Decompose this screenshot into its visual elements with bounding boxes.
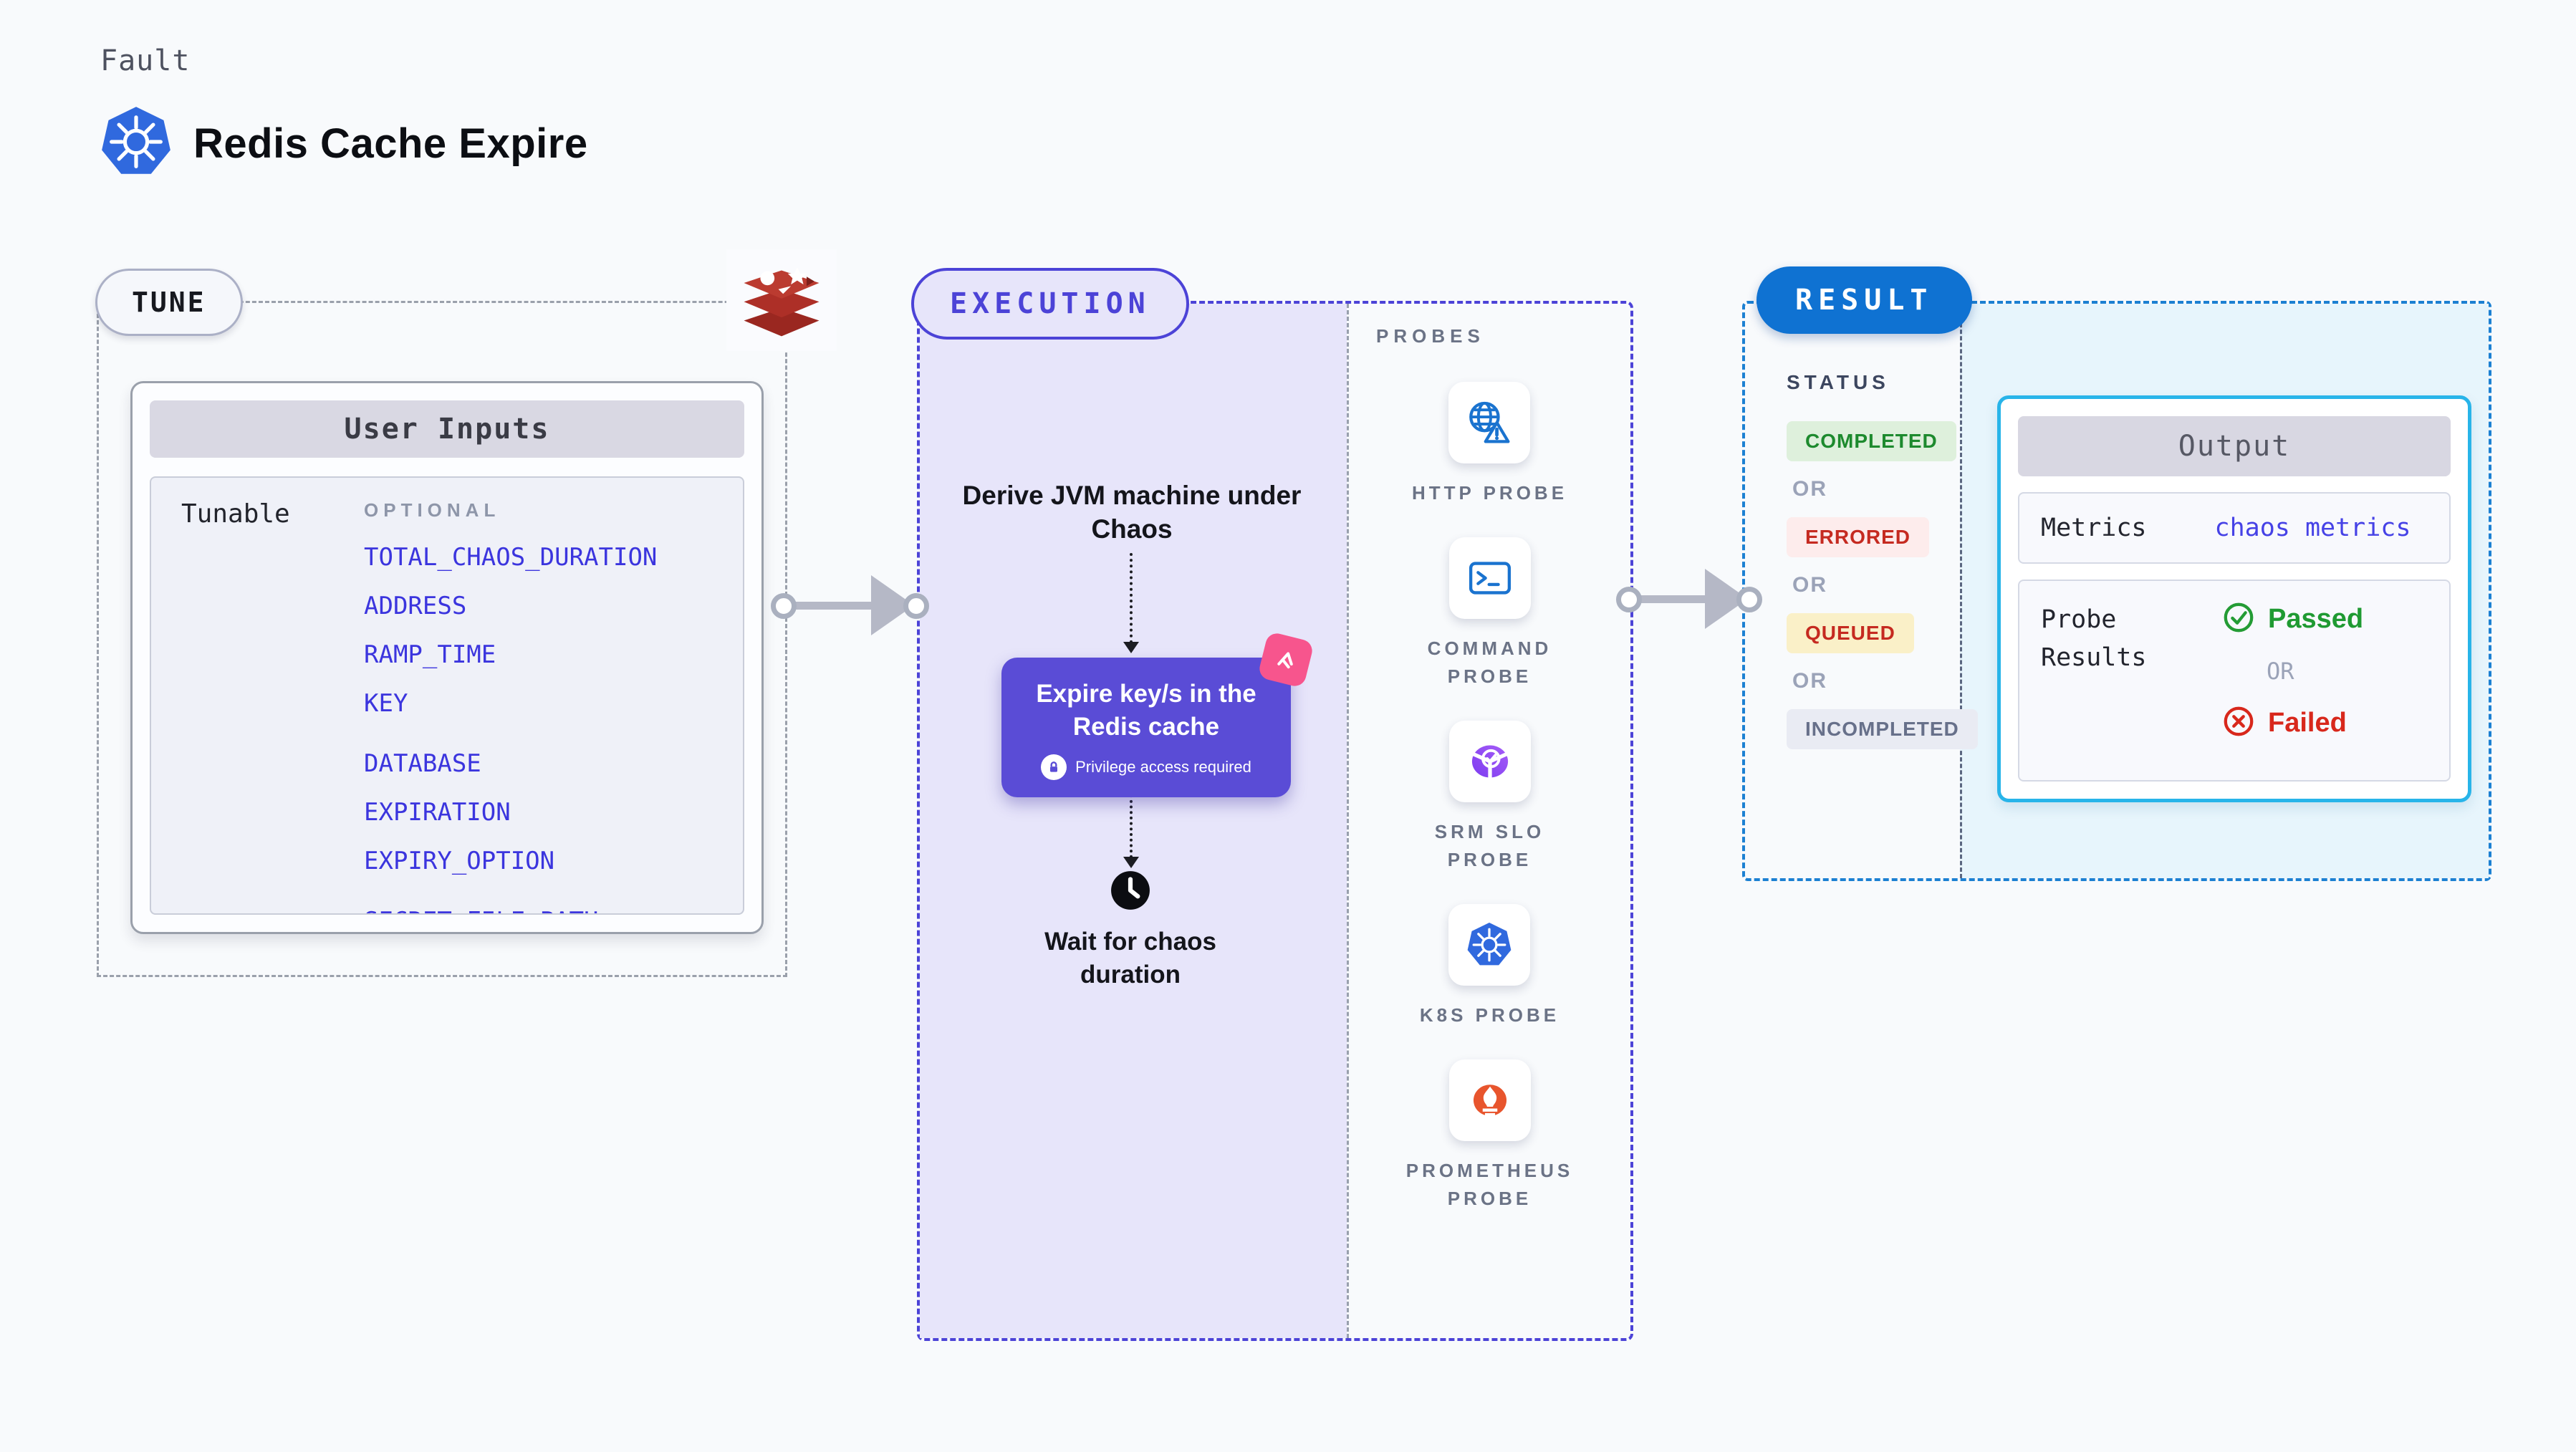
dotted-connector-arrowhead (1123, 857, 1139, 868)
slo-donut-icon (1448, 721, 1531, 802)
connector-dot (1736, 587, 1762, 612)
optional-label: OPTIONAL (364, 499, 501, 521)
kubernetes-icon (1448, 904, 1531, 986)
connector-dot (1616, 587, 1642, 612)
metrics-label: Metrics (2041, 514, 2147, 542)
x-circle-icon (2222, 705, 2255, 741)
wait-step-text: Wait for chaos duration (1044, 928, 1216, 989)
probe-k8s: K8S PROBE (1420, 904, 1559, 1029)
redis-icon (726, 249, 837, 351)
probe-http: HTTP PROBE (1412, 382, 1567, 507)
or-label: OR (2267, 658, 2294, 685)
prometheus-icon (1448, 1059, 1531, 1141)
chaos-badge-icon (1256, 630, 1315, 689)
user-inputs-card: User Inputs Tunable OPTIONAL TOTAL_CHAOS… (130, 381, 764, 934)
dotted-connector-arrowhead (1123, 642, 1139, 653)
metrics-row: Metrics chaos metrics (2018, 492, 2451, 564)
execution-section-box: PROBES HTTP PROBE (917, 301, 1633, 1341)
arrow-tune-to-execution (788, 602, 873, 610)
user-inputs-body: Tunable OPTIONAL TOTAL_CHAOS_DURATION AD… (150, 476, 744, 915)
inputs-list: OPTIONAL TOTAL_CHAOS_DURATION ADDRESS RA… (364, 499, 657, 913)
or-label: OR (1792, 669, 1827, 693)
status-chip-queued: QUEUED (1787, 613, 1914, 653)
input-address: ADDRESS (364, 592, 467, 620)
fault-kind-label: Fault (100, 44, 191, 77)
privilege-note: Privilege access required (1014, 754, 1278, 780)
tune-badge: TUNE (95, 269, 243, 336)
result-badge: RESULT (1756, 266, 1972, 334)
input-expiry-option: EXPIRY_OPTION (364, 847, 555, 875)
user-inputs-title: User Inputs (150, 400, 744, 458)
derive-step-text: Derive JVM machine under Chaos (962, 481, 1302, 544)
page-header: Redis Cache Expire (99, 105, 588, 183)
action-title: Expire key/s in the Redis cache (1036, 680, 1256, 741)
status-column: STATUS COMPLETED OR ERRORED OR QUEUED OR… (1787, 371, 1978, 749)
privilege-note-text: Privilege access required (1075, 758, 1251, 776)
probe-results-label: Probe Results (2041, 605, 2147, 672)
execution-fill (920, 304, 1347, 1338)
globe-alert-icon (1448, 382, 1531, 463)
fault-action-node: Expire key/s in the Redis cache Privileg… (1001, 630, 1315, 797)
probe-k8s-label: K8S PROBE (1419, 1004, 1560, 1026)
probe-command-label: COMMAND PROBE (1427, 638, 1552, 687)
failed-label: Failed (2268, 708, 2347, 738)
tunable-label: Tunable (181, 499, 290, 529)
status-chip-errored: ERRORED (1787, 517, 1930, 557)
metrics-value: chaos metrics (2214, 514, 2411, 542)
probes-heading: PROBES (1376, 325, 1485, 347)
clock-icon (1110, 870, 1151, 915)
passed-label: Passed (2268, 604, 2364, 634)
lock-icon (1041, 754, 1067, 780)
connector-dot (903, 593, 929, 619)
output-title: Output (2018, 416, 2451, 476)
input-ramp-time: RAMP_TIME (364, 640, 496, 669)
status-chip-incompleted: INCOMPLETED (1787, 709, 1978, 749)
status-heading: STATUS (1787, 371, 1890, 393)
dotted-connector (1130, 553, 1133, 643)
probes-column: PROBES HTTP PROBE (1347, 304, 1630, 1338)
input-secret-file-path: SECRET_FILE_PATH (364, 907, 657, 913)
or-label: OR (1792, 477, 1827, 501)
kubernetes-icon (99, 105, 173, 183)
probe-results-values: Passed OR Failed (2222, 601, 2363, 760)
probe-srm-slo-label: SRM SLO PROBE (1434, 821, 1545, 870)
execution-badge: EXECUTION (911, 268, 1189, 340)
check-circle-icon (2222, 601, 2255, 638)
output-panel: Output Metrics chaos metrics Probe Resul… (1997, 395, 2471, 802)
input-database: DATABASE (364, 749, 481, 778)
probe-command: COMMAND PROBE (1397, 537, 1583, 691)
status-chip-completed: COMPLETED (1787, 421, 1956, 461)
input-expiration: EXPIRATION (364, 798, 511, 827)
input-key: KEY (364, 689, 408, 718)
probe-prometheus: PROMETHEUS PROBE (1397, 1059, 1583, 1213)
connector-dot (771, 593, 797, 619)
failed-line: Failed (2222, 705, 2363, 741)
probe-srm-slo: SRM SLO PROBE (1397, 721, 1583, 874)
or-label: OR (1792, 573, 1827, 597)
arrow-execution-to-result (1635, 595, 1706, 603)
dotted-connector (1130, 778, 1133, 858)
probe-prometheus-label: PROMETHEUS PROBE (1405, 1160, 1574, 1209)
passed-line: Passed (2222, 601, 2363, 638)
probe-results-row: Probe Results Passed OR (2018, 580, 2451, 782)
page-title: Redis Cache Expire (193, 120, 588, 167)
terminal-icon (1448, 537, 1531, 619)
probe-http-label: HTTP PROBE (1411, 482, 1568, 504)
tune-section-box (97, 301, 787, 977)
input-total-chaos-duration: TOTAL_CHAOS_DURATION (364, 543, 658, 572)
